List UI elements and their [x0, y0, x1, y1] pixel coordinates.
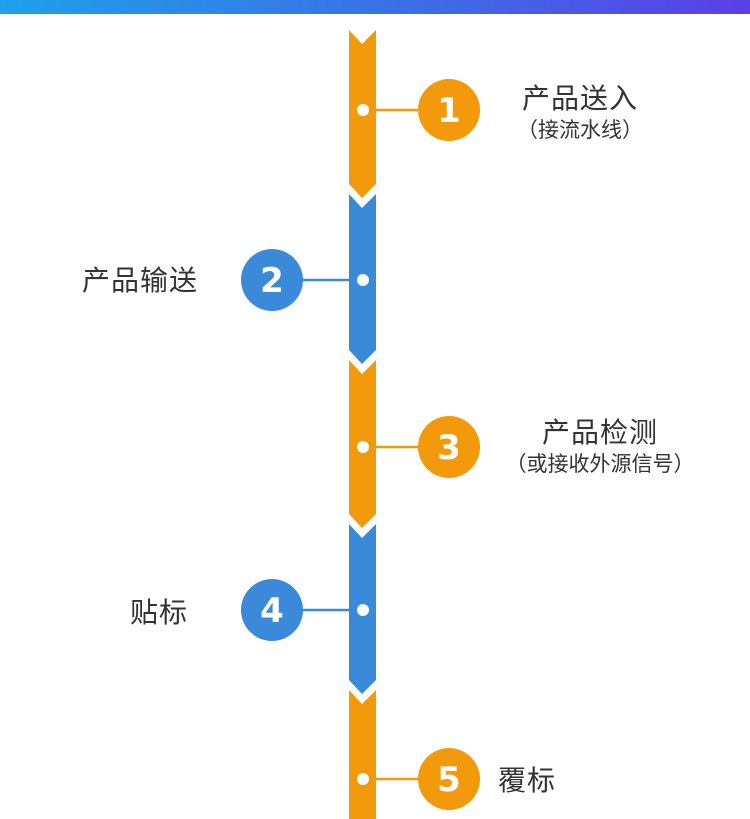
step-number-4: 4	[260, 591, 284, 631]
timeline-dot-2	[357, 274, 369, 286]
step-subtitle-3: （或接收外源信号）	[505, 452, 695, 476]
step-title-1: 产品送入	[521, 82, 638, 115]
step-title-3: 产品检测	[541, 416, 658, 449]
step-badge-4	[241, 579, 303, 641]
step-badge-2	[241, 249, 303, 311]
step-number-3: 3	[437, 428, 461, 468]
top-gradient-bar	[0, 0, 750, 14]
timeline-dot-1	[357, 104, 369, 116]
step-label-3: 产品检测 （或接收外源信号）	[482, 416, 718, 478]
step-subtitle-1: （接流水线）	[517, 118, 643, 142]
step-label-2: 产品输送	[82, 264, 198, 298]
step-badge-1	[418, 79, 480, 141]
step-number-2: 2	[260, 261, 284, 301]
timeline-dot-4	[357, 604, 369, 616]
step-title-5: 覆标	[498, 764, 557, 797]
step-label-5: 覆标	[498, 764, 556, 798]
step-title-2: 产品输送	[82, 264, 199, 297]
timeline-dot-5	[357, 773, 369, 785]
step-label-4: 贴标	[130, 596, 188, 630]
step-badge-3	[418, 416, 480, 478]
timeline-dot-3	[357, 441, 369, 453]
timeline-segment-5	[349, 690, 376, 819]
step-number-1: 1	[437, 91, 461, 131]
step-label-1: 产品送入 （接流水线）	[490, 82, 670, 144]
step-title-4: 贴标	[130, 596, 189, 629]
step-badge-5	[418, 748, 480, 810]
step-number-5: 5	[437, 760, 461, 800]
